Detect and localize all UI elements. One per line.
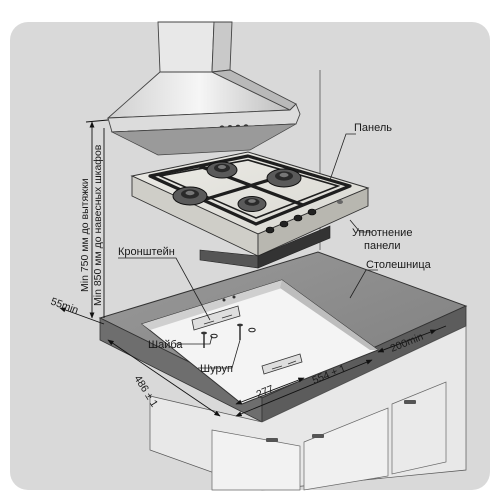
mounting-bracket [191,305,241,331]
cabinet-handle-icon [312,434,324,438]
washer-icon [248,327,256,333]
gas-hob [130,151,370,269]
washer-icon [210,333,218,339]
burner-icon [237,196,267,212]
burner-icon [266,168,302,188]
control-knob-icon [293,214,303,222]
burner-icon [206,161,238,179]
burner-icon [172,186,208,206]
cabinet-handle-icon [404,400,416,404]
seal-label-line1: Уплотнение [352,227,412,239]
control-knob-icon [279,220,289,228]
hood-min-dimension: Min 750 мм до вытяжки [79,178,91,292]
control-knob-icon [307,208,317,216]
brand-logo-icon [337,200,343,204]
panel-label: Панель [354,122,392,134]
screw-icon [237,323,243,340]
seal-label-line2: панели [364,240,400,252]
range-hood [106,21,301,156]
bracket-label: Кронштейн [118,246,175,258]
countertop-label: Столешница [366,259,432,271]
screw-label: Шуруп [200,363,233,375]
washer-label: Шайба [148,339,183,351]
dimension-lines [59,119,447,417]
control-knob-icon [265,226,275,234]
cabinet-handle-icon [266,438,278,442]
cabinet-min-dimension: Min 850 мм до навесных шкафов [92,144,104,306]
